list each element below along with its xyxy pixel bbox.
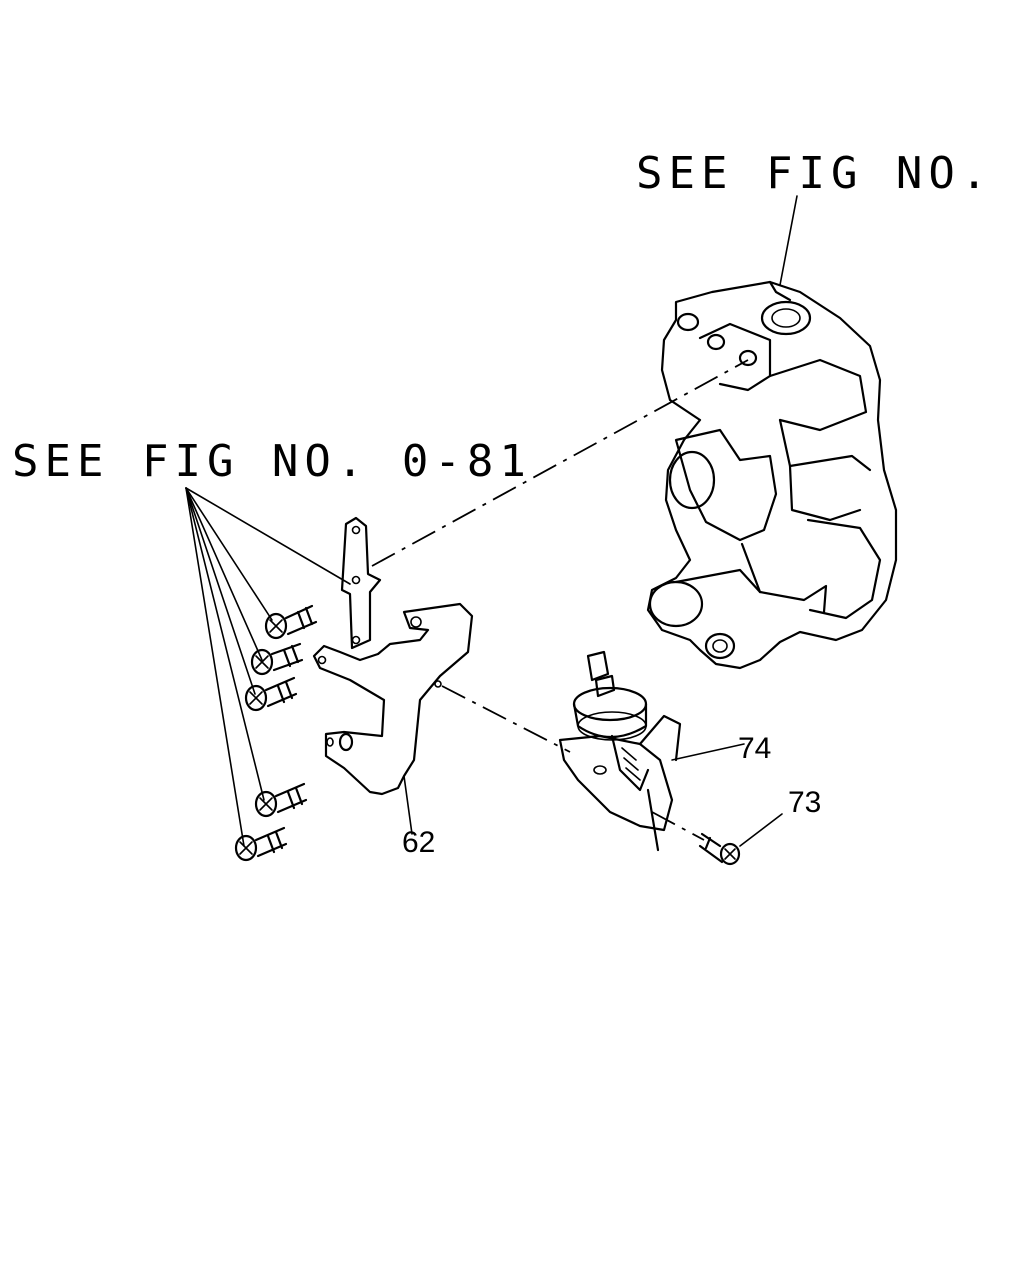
bolt-2 [250,642,304,676]
callout-74: 74 [738,732,771,765]
reference-label-top-right: SEE FIG NO. 0-81 [636,148,1024,199]
bolt-4 [254,782,308,818]
leader-line-top-right [779,195,798,286]
bolt-5 [234,826,288,862]
pump-housing [646,280,898,670]
leader-fan-left [185,487,351,847]
alignment-line-actuator-to-screw [651,811,705,841]
bolt-3 [244,676,298,712]
callout-73: 73 [788,786,821,819]
screw-73 [698,813,783,866]
alignment-line-bracket-to-housing [371,359,749,567]
reference-label-left: SEE FIG NO. 0-81 [12,436,532,487]
bracket-62 [312,516,474,835]
actuator-74 [558,650,745,852]
bolt-1 [264,604,318,640]
alignment-line-bracket-to-actuator [441,685,571,753]
callout-62: 62 [402,826,435,859]
